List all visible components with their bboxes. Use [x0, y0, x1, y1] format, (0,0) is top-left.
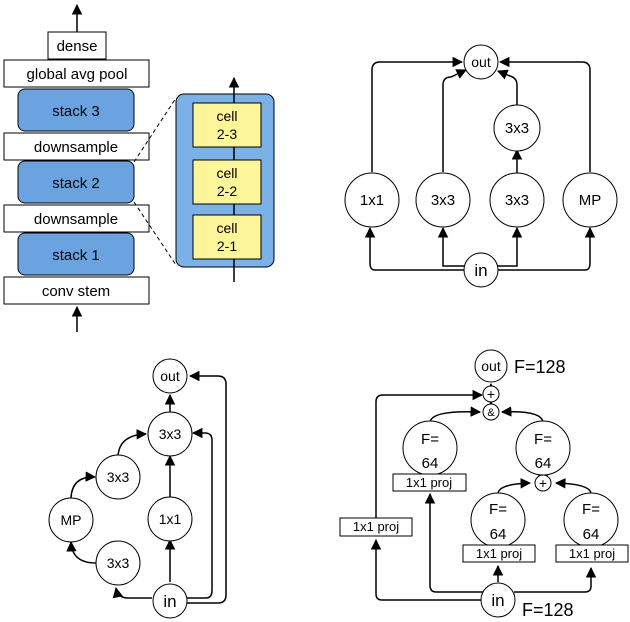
b-3x3-top-node [493, 104, 541, 152]
panel-d-nodes: out F=128 + & F= 64 1x1 proj F= 64 + 1x1… [339, 349, 629, 620]
d-lower-right-proj-label: 1x1 proj [569, 546, 615, 561]
c-3x3-top-node [147, 411, 193, 457]
d-in-filters: F=128 [522, 600, 574, 620]
panel-projection-cell [370, 382, 597, 601]
cell-2-1-box [192, 214, 262, 260]
d-left-proj-label: 1x1 proj [406, 475, 452, 490]
d-right-f64-label-top: F= [534, 431, 552, 448]
c-mp-label: MP [61, 512, 82, 528]
d-lower-mid-f64-label-top: F= [489, 501, 507, 518]
b-3x3-a-node [415, 172, 471, 228]
downsample-label-lower: downsample [34, 211, 118, 228]
stack-3-label: stack 3 [52, 103, 100, 120]
c-in-node [152, 583, 188, 619]
stack-3-box [17, 88, 135, 132]
d-lower-right-f64-label-top: F= [582, 501, 600, 518]
d-in-label: in [491, 591, 504, 610]
panel-c-nodes: out 3x3 3x3 MP 1x1 3x3 in [48, 358, 193, 619]
cell-2-3-label-top: cell [216, 108, 237, 124]
c-3x3-mid-label: 3x3 [107, 469, 130, 485]
stack-1-box [17, 232, 135, 276]
d-concat-node [482, 403, 500, 421]
d-right-f64-label-bottom: 64 [535, 455, 552, 472]
dense-label: dense [57, 38, 98, 55]
cell-2-2-label-top: cell [216, 165, 237, 181]
b-3x3-top-label: 3x3 [505, 120, 529, 137]
d-in-node [480, 582, 516, 618]
cell-2-3-box [192, 102, 262, 148]
b-1x1-label: 1x1 [360, 192, 384, 209]
d-concat-label: & [487, 407, 495, 419]
d-lower-right-proj-box [555, 544, 629, 563]
cell-2-1-label-top: cell [216, 220, 237, 236]
b-mp-node [562, 172, 618, 228]
d-out-node [474, 349, 508, 383]
d-left-proj-box [392, 473, 467, 492]
c-3x3-bottom-label: 3x3 [107, 555, 130, 571]
panel-network-stack: dense global avg pool stack 3 downsample… [3, 3, 275, 332]
b-3x3-a-label: 3x3 [431, 192, 455, 209]
downsample-label-upper: downsample [34, 139, 118, 156]
d-side-proj-box [339, 517, 413, 537]
c-1x1-label: 1x1 [159, 511, 182, 527]
b-1x1-node [344, 172, 400, 228]
panel-b-nodes: out 3x3 1x1 3x3 3x3 MP in [344, 44, 618, 288]
c-in-label: in [163, 592, 176, 611]
cell-2-2-label-bottom: 2-2 [217, 183, 237, 199]
cell-2-1-label-bottom: 2-1 [217, 238, 237, 254]
d-lower-mid-f64-label-bottom: 64 [490, 526, 507, 543]
d-inner-sum-label: + [539, 475, 547, 491]
d-lower-right-f64-label-bottom: 64 [583, 526, 600, 543]
downsample-box-lower [3, 204, 150, 233]
panel-chain-cell [66, 370, 227, 604]
d-left-f64-label-bottom: 64 [422, 455, 439, 472]
d-lower-mid-proj-box [462, 544, 536, 563]
c-mp-node [48, 497, 94, 543]
d-out-label: out [481, 358, 501, 374]
stack-2-label: stack 2 [52, 175, 100, 192]
b-3x3-b-node [489, 172, 545, 228]
cell-2-3-label-bottom: 2-3 [217, 126, 237, 142]
b-in-node [463, 252, 499, 288]
b-out-node [463, 44, 499, 80]
c-3x3-top-label: 3x3 [159, 426, 182, 442]
b-3x3-b-label: 3x3 [505, 192, 529, 209]
conv-stem-label: conv stem [42, 283, 110, 300]
dense-box [47, 31, 107, 60]
c-3x3-bottom-node [95, 540, 141, 586]
panel-parallel-cell [364, 56, 596, 271]
stack-2-box [17, 160, 135, 204]
d-inner-sum-node [534, 474, 552, 492]
d-side-proj-label: 1x1 proj [353, 519, 399, 534]
d-sum-node [482, 385, 500, 403]
global-avg-pool-label: global avg pool [27, 66, 128, 83]
d-out-filters: F=128 [514, 357, 566, 377]
c-1x1-node [147, 496, 193, 542]
c-out-node [152, 358, 188, 394]
c-out-label: out [160, 368, 180, 384]
b-mp-label: MP [579, 192, 602, 209]
cell-2-2-box [192, 159, 262, 205]
d-left-f64-label-top: F= [421, 431, 439, 448]
stack-1-label: stack 1 [52, 247, 100, 264]
downsample-box-upper [3, 132, 150, 161]
c-3x3-mid-node [95, 454, 141, 500]
global-avg-pool-box [3, 59, 150, 88]
conv-stem-box [3, 276, 150, 305]
b-in-label: in [474, 261, 487, 280]
b-out-label: out [471, 54, 491, 70]
d-sum-label: + [487, 386, 495, 402]
d-lower-mid-proj-label: 1x1 proj [476, 546, 522, 561]
